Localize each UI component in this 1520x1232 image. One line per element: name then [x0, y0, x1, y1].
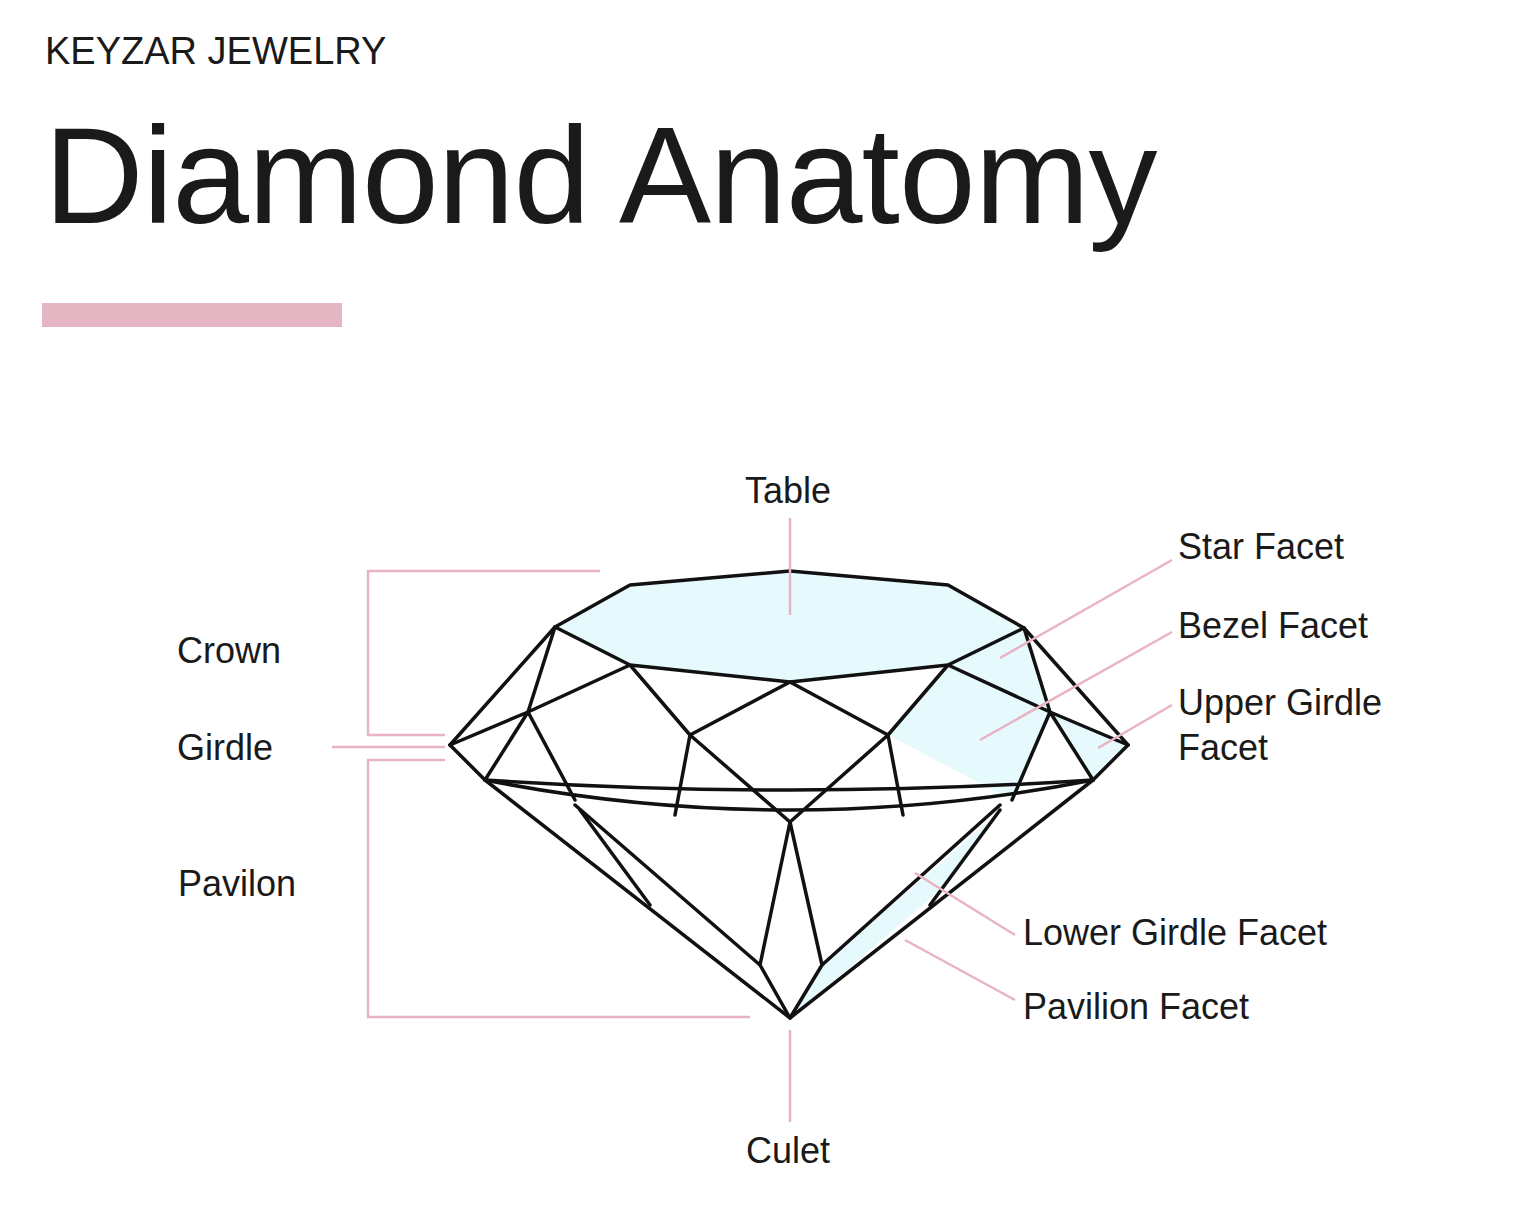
part-label: Upper Girdle Facet: [1178, 680, 1468, 770]
part-label: Pavilon: [178, 861, 296, 906]
part-label: Lower Girdle Facet: [1023, 910, 1327, 955]
part-label: Girdle: [177, 725, 273, 770]
part-label: Star Facet: [1178, 524, 1344, 569]
part-label: Table: [745, 468, 831, 513]
part-label: Culet: [746, 1128, 830, 1173]
brand-name: KEYZAR JEWELRY: [45, 28, 386, 76]
part-label: Bezel Facet: [1178, 603, 1368, 648]
leader-lines: [332, 518, 1172, 1122]
part-label: Pavilion Facet: [1023, 984, 1249, 1029]
accent-bar: [42, 303, 342, 327]
part-label: Crown: [177, 628, 281, 673]
page-title: Diamond Anatomy: [44, 100, 1157, 252]
